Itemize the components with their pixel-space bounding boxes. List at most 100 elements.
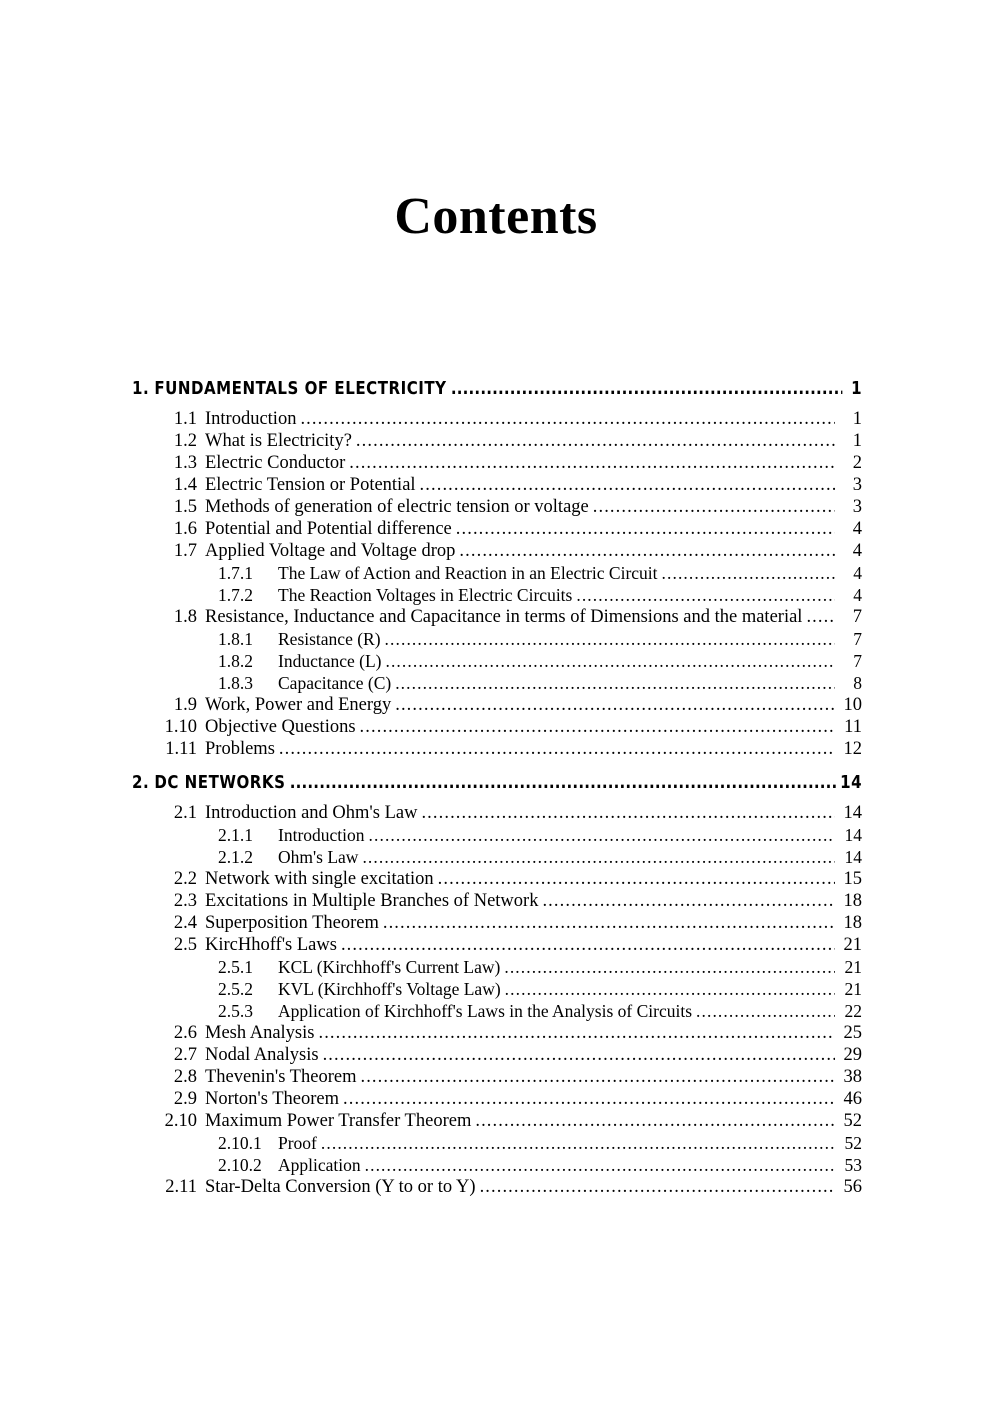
- toc-dot-leader: [475, 1110, 835, 1132]
- toc-entry-page-number: 14: [844, 825, 863, 845]
- toc-dot-leader: [369, 824, 835, 846]
- toc-entry-label: What is Electricity?: [205, 431, 352, 451]
- toc-section-entry[interactable]: 2.10.2Application53: [132, 1154, 862, 1176]
- toc-section-entry[interactable]: 2.3 Excitations in Multiple Branches of N…: [132, 890, 862, 912]
- toc-dot-leader: [365, 1154, 835, 1176]
- toc-dot-leader: [343, 1088, 835, 1110]
- toc-entry-page-number: 46: [843, 1089, 863, 1109]
- toc-section-entry[interactable]: 1.1Introduction1: [132, 408, 862, 430]
- toc-chapter-entry[interactable]: 2.DC NETWORKS14: [132, 768, 862, 798]
- toc-entry-page-number: 21: [844, 979, 863, 999]
- toc-entry-page-number: 18: [843, 913, 863, 933]
- toc-entry-number: 2.1: [173, 803, 197, 823]
- toc-dot-leader: [395, 672, 835, 694]
- toc-section-entry[interactable]: 2.9 Norton's Theorem 46: [132, 1088, 862, 1110]
- toc-section-entry[interactable]: 1.7.1 The Law of Action and Reaction in a…: [132, 562, 862, 584]
- toc-entry-number: 2.8: [173, 1067, 197, 1087]
- toc-entry-label: Thevenin's Theorem: [205, 1067, 357, 1087]
- toc-entry-number: 2.7: [173, 1045, 197, 1065]
- toc-entry-page-number: 4: [853, 563, 862, 583]
- toc-entry-label: Star-Delta Conversion (Y to or to Y): [205, 1177, 476, 1197]
- toc-entry-number: 1.4: [173, 475, 197, 495]
- toc-entry-label: Work, Power and Energy: [205, 695, 392, 715]
- toc-entry-label: The Law of Action and Reaction in an Ele…: [278, 563, 658, 583]
- toc-entry-number: 2.2: [173, 869, 197, 889]
- toc-entry-number: 2.9: [173, 1089, 197, 1109]
- toc-dot-leader: [318, 1022, 835, 1044]
- toc-entry-number: 1.7.2: [218, 585, 253, 605]
- toc-entry-page-number: 56: [843, 1177, 863, 1197]
- toc-entry-page-number: 25: [843, 1023, 863, 1043]
- toc-entry-page-number: 4: [852, 541, 862, 561]
- toc-entry-number: 1.7.1: [218, 563, 253, 583]
- toc-entry-label: Resistance, Inductance and Capacitance i…: [205, 607, 803, 627]
- toc-dot-leader: [576, 584, 835, 606]
- toc-entry-label: Norton's Theorem: [205, 1089, 340, 1109]
- toc-entry-number: 2.3: [173, 891, 197, 911]
- toc-chapter-entry[interactable]: 1.FUNDAMENTALS OF ELECTRICITY1: [132, 374, 862, 404]
- toc-entry-page-number: 53: [844, 1155, 863, 1175]
- toc-section-entry[interactable]: 2.1.1Introduction14: [132, 824, 862, 846]
- toc-entry-page-number: 52: [843, 1111, 863, 1131]
- toc-entry-number: 1.8.1: [218, 629, 253, 649]
- toc-entry-page-number: 21: [843, 935, 863, 955]
- page-title: Contents: [394, 188, 598, 245]
- toc-dot-leader: [505, 978, 835, 1000]
- toc-entry-page-number: 52: [844, 1133, 863, 1153]
- toc-dot-leader: [362, 846, 835, 868]
- toc-entry-page-number: 14: [844, 847, 863, 867]
- toc-entry-number: 2.: [132, 773, 150, 793]
- toc-entry-number: 1.: [132, 379, 150, 399]
- toc-dot-leader: [385, 628, 835, 650]
- toc-entry-page-number: 4: [852, 519, 862, 539]
- toc-entry-label: KCL (Kirchhoff's Current Law): [278, 957, 501, 977]
- toc-entry-label: Proof: [278, 1133, 317, 1153]
- toc-dot-leader: [279, 738, 835, 760]
- toc-entry-number: 1.2: [173, 431, 197, 451]
- toc-entry-label: Electric Conductor: [205, 453, 346, 473]
- toc-dot-leader: [451, 374, 842, 404]
- toc-entry-label: Ohm's Law: [278, 847, 359, 867]
- toc-dot-leader: [300, 408, 835, 430]
- toc-entry-label: Excitations in Multiple Branches of Netw…: [205, 891, 539, 911]
- toc-dot-leader: [806, 606, 835, 628]
- toc-entry-number: 1.8.3: [218, 673, 253, 693]
- toc-dot-leader: [438, 868, 835, 890]
- toc-entry-number: 1.6: [173, 519, 197, 539]
- toc-entry-label: Applied Voltage and Voltage drop: [205, 541, 456, 561]
- toc-entry-label: Objective Questions: [205, 717, 356, 737]
- toc-entry-number: 2.10: [164, 1111, 197, 1131]
- toc-section-entry[interactable]: 1.11Problems12: [132, 738, 862, 760]
- toc-entry-label: Superposition Theorem: [205, 913, 379, 933]
- toc-entry-number: 1.3: [173, 453, 197, 473]
- toc-section-entry[interactable]: 2.10.1Proof52: [132, 1132, 862, 1154]
- toc-entry-label: Nodal Analysis: [205, 1045, 319, 1065]
